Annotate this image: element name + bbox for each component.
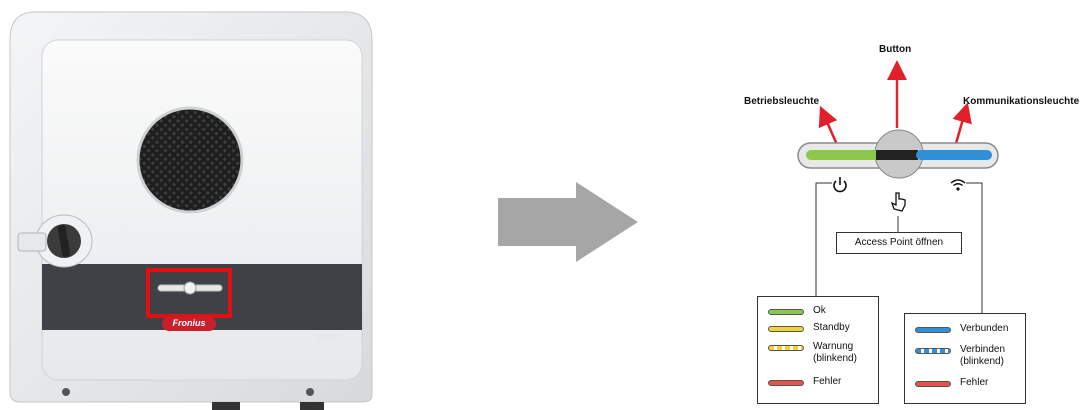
status-led-swatch: [768, 345, 804, 351]
status-led-swatch: [915, 381, 951, 387]
black-segment: [876, 150, 918, 160]
status-label: Fehler: [960, 377, 988, 389]
green-led: [806, 150, 882, 160]
status-led-swatch: [768, 326, 804, 332]
status-led-swatch: [768, 309, 804, 315]
brand-logo-text: Fronius: [162, 318, 216, 328]
wifi-icon: [951, 180, 965, 191]
model-text: SYMO: [317, 333, 341, 342]
communication-connector: [966, 183, 982, 313]
status-label: Ok: [813, 305, 826, 317]
operating-light-arrow: [824, 115, 838, 147]
access-point-label: Access Point öffnen: [837, 233, 961, 253]
status-label: Verbinden (blinkend): [960, 344, 1005, 368]
status-label: Standby: [813, 322, 850, 334]
communication-light-label: Kommunikationsleuchte: [963, 96, 1079, 107]
status-label: Fehler: [813, 376, 841, 388]
hand-pointer-icon: [892, 193, 905, 211]
operating-light-label: Betriebsleuchte: [744, 96, 819, 107]
status-led-swatch: [768, 380, 804, 386]
status-led-swatch: [915, 348, 951, 354]
communication-light-arrow: [955, 112, 965, 147]
access-point-box: Access Point öffnen: [836, 232, 962, 254]
status-label: Verbunden: [960, 323, 1008, 335]
button-label: Button: [879, 44, 911, 55]
transition-arrow: [490, 182, 640, 282]
power-icon: [834, 177, 846, 191]
operating-connector: [816, 183, 832, 296]
inverter-illustration: [0, 0, 420, 410]
status-led-swatch: [915, 327, 951, 333]
blue-led: [916, 150, 992, 160]
status-label: Warnung (blinkend): [813, 341, 857, 365]
